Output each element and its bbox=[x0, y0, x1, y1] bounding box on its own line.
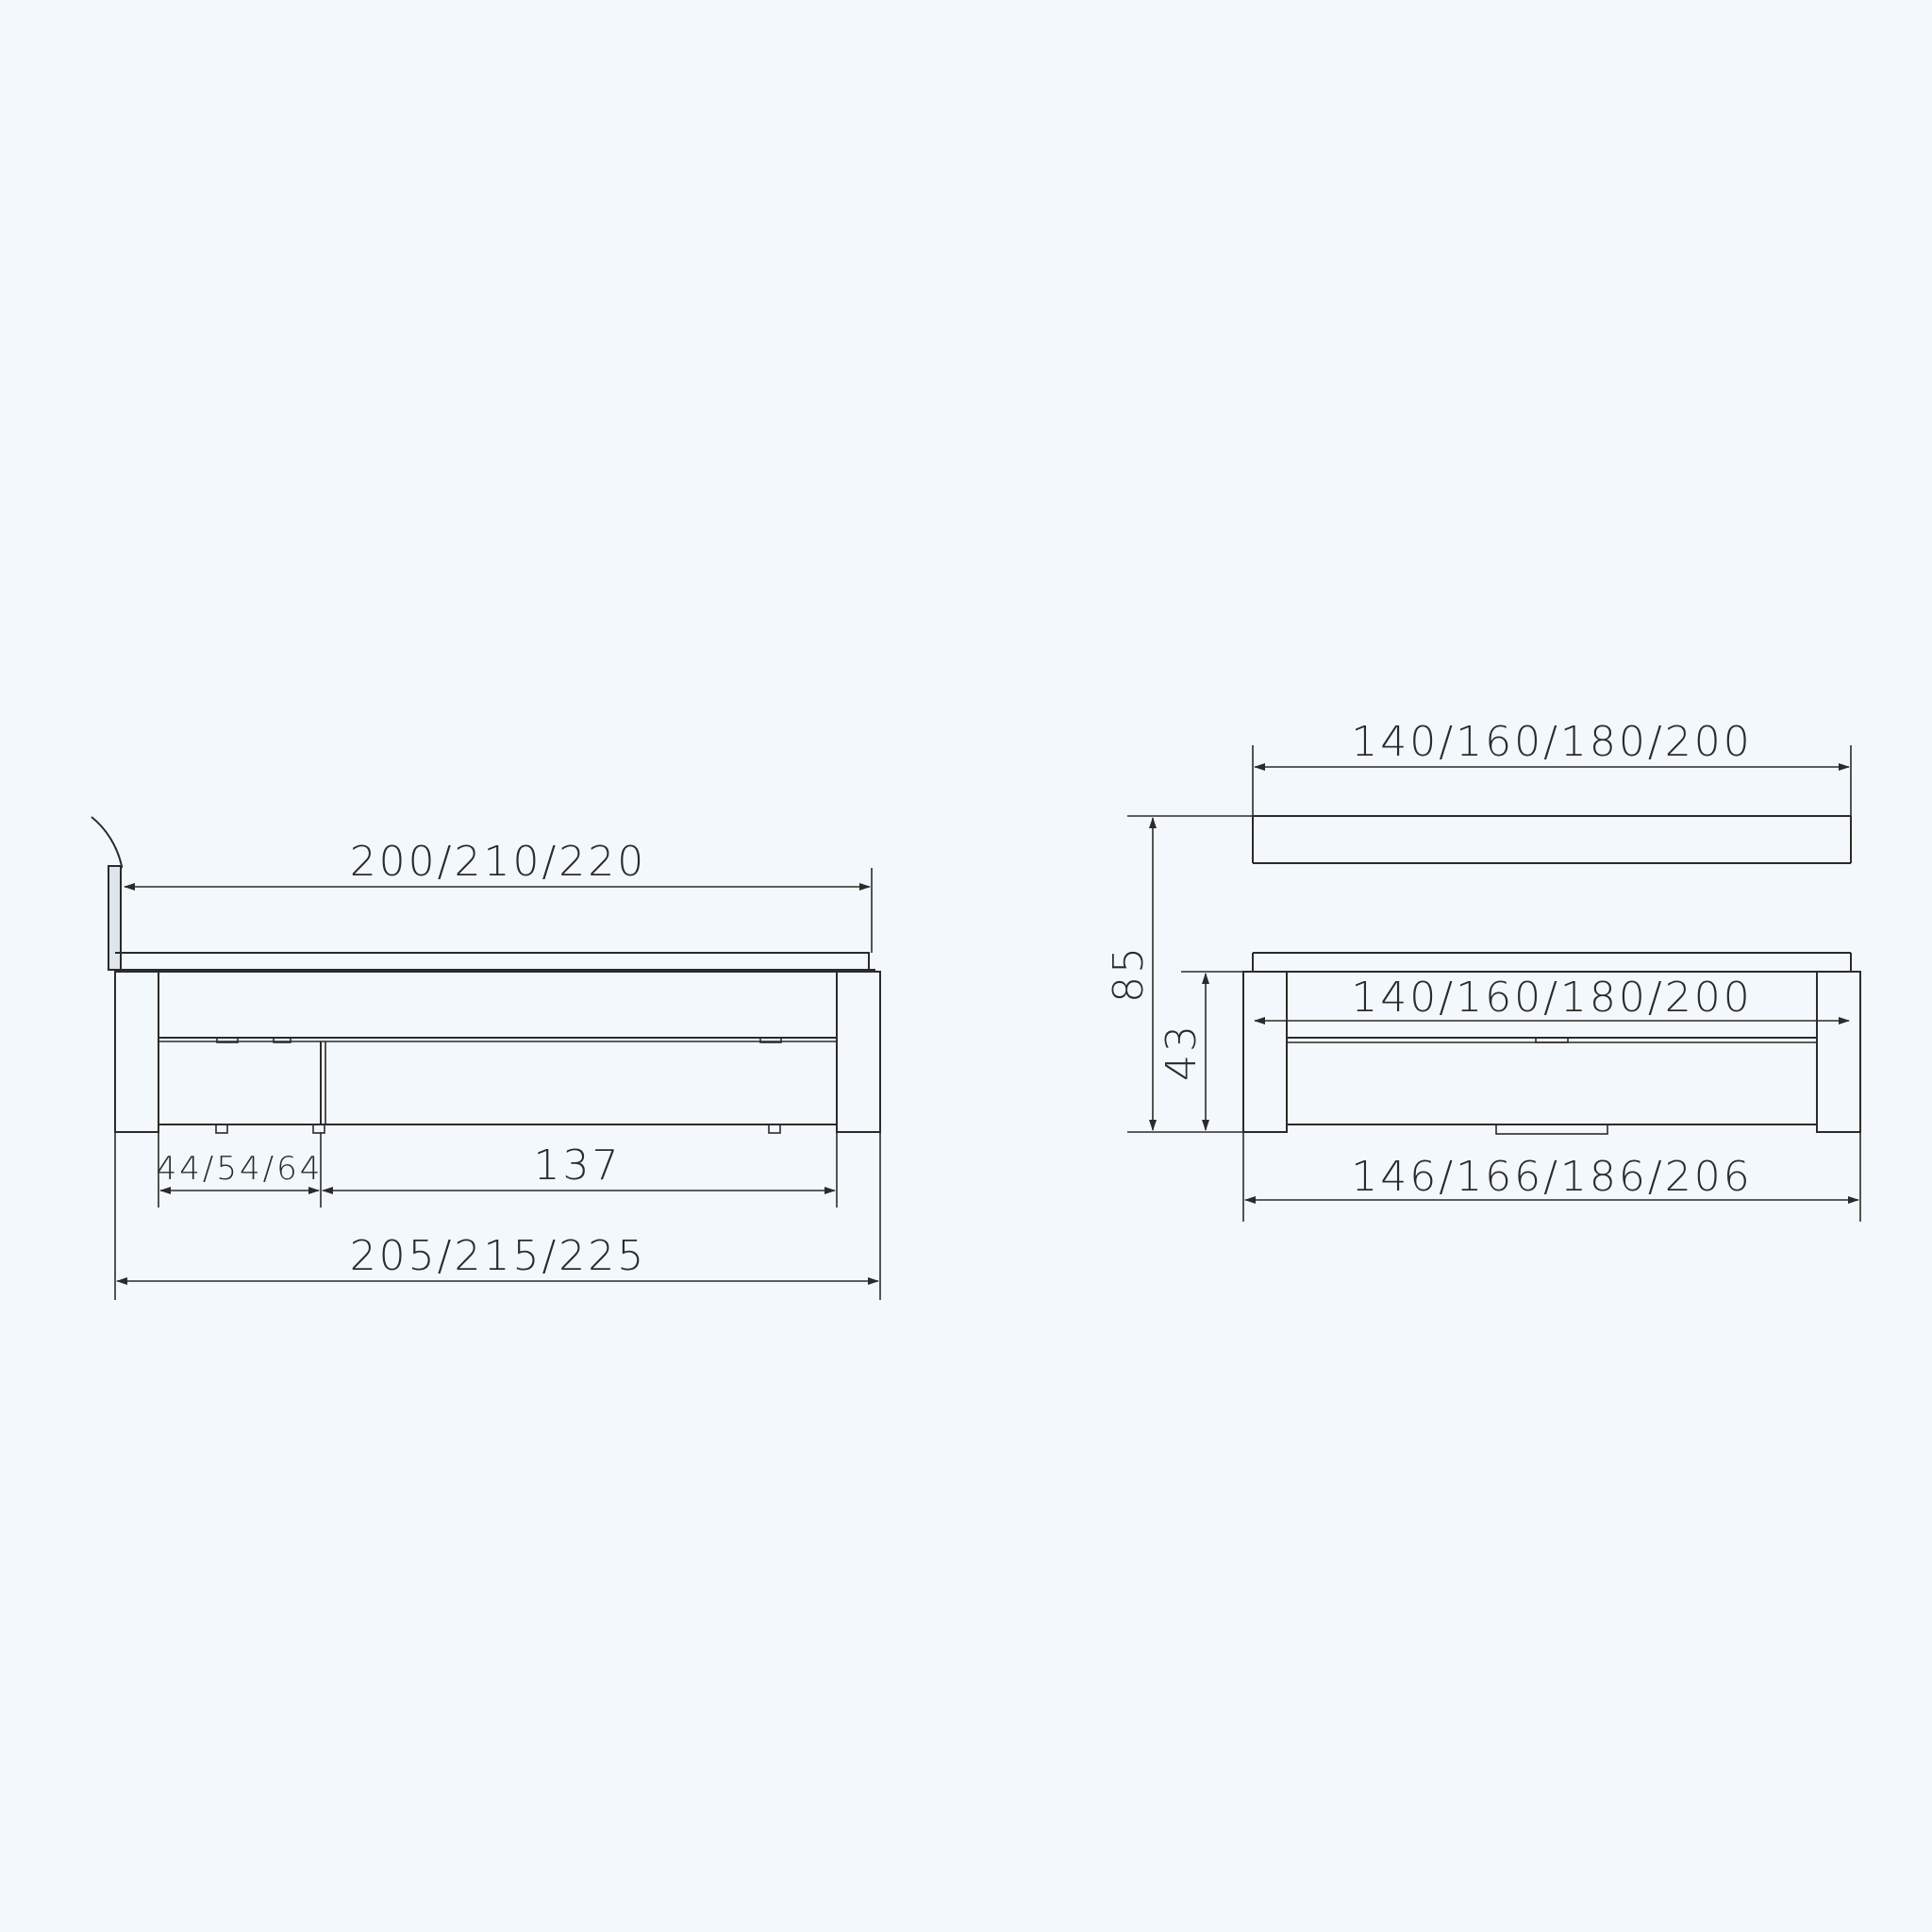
label-headboard-width: 140/160/180/200 bbox=[1351, 718, 1752, 766]
label-headboard-offset: 44/54/64 bbox=[157, 1150, 324, 1188]
front-extension-lines bbox=[1127, 745, 1861, 1222]
label-mattress-width: 140/160/180/200 bbox=[1351, 974, 1752, 1022]
side-view: 200/210/220 44/54/64 137 205/215/225 bbox=[91, 816, 881, 1300]
headboard-front bbox=[1252, 815, 1852, 864]
bed-base-front bbox=[1242, 971, 1861, 1135]
label-total-height: 85 bbox=[1105, 944, 1153, 1003]
front-view: 140/160/180/200 140/160/180/200 146/166/… bbox=[1105, 718, 1861, 1222]
label-frame-height: 43 bbox=[1158, 1023, 1206, 1081]
label-mattress-length: 200/210/220 bbox=[350, 838, 647, 886]
bed-base-side bbox=[114, 971, 881, 1134]
label-frame-width: 146/166/186/206 bbox=[1351, 1153, 1752, 1201]
side-extension-lines bbox=[114, 868, 881, 1300]
mattress-side bbox=[115, 952, 876, 973]
headboard-side bbox=[91, 816, 123, 971]
mattress-front bbox=[1252, 952, 1852, 972]
label-drawer-length: 137 bbox=[534, 1141, 622, 1190]
label-frame-length: 205/215/225 bbox=[350, 1232, 647, 1280]
